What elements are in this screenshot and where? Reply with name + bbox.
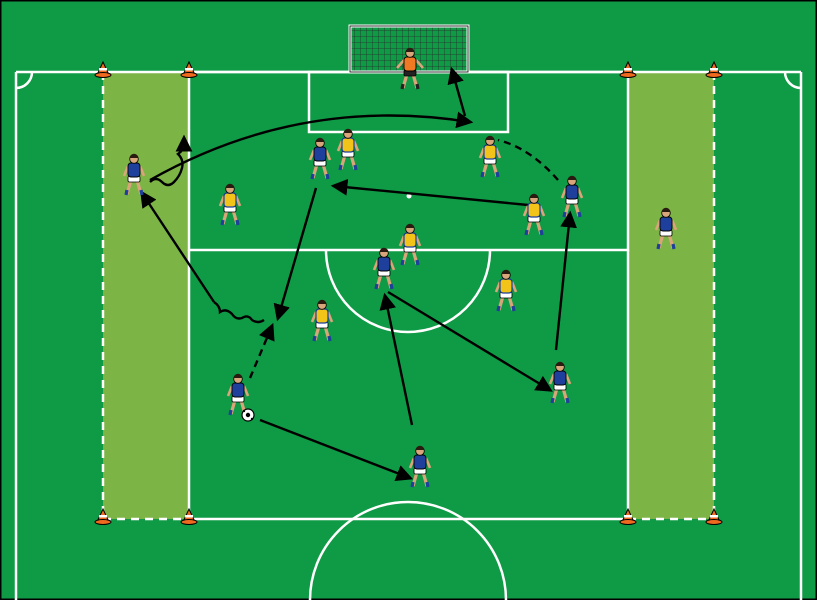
pass-arrow [259, 418, 414, 481]
channel-dashed-lines [101, 72, 716, 521]
cone-icon [619, 60, 637, 78]
player-icon [372, 247, 396, 290]
right-corner-arc [783, 71, 802, 90]
off-ball-run [248, 322, 275, 379]
cone-icon [180, 60, 198, 78]
player-icon [122, 153, 146, 196]
player-icon [218, 183, 242, 226]
player-icon [408, 445, 432, 488]
player-icon [654, 207, 678, 250]
cones [94, 60, 723, 525]
player-icon [548, 361, 572, 404]
goalkeeper-icon [396, 47, 424, 90]
pass-arrow [447, 66, 467, 117]
arrows [140, 66, 577, 481]
cone-icon [619, 507, 637, 525]
penalty-arc [324, 249, 492, 334]
pass-arrow [379, 292, 414, 426]
player-icon [478, 135, 502, 178]
player-icon [522, 193, 546, 236]
player-icon [398, 223, 422, 266]
cone-icon [705, 60, 723, 78]
cone-icon [94, 60, 112, 78]
dribble-run [149, 134, 193, 187]
player-icon [560, 175, 584, 218]
left-corner-arc [15, 71, 34, 90]
pass-arrow [273, 187, 318, 322]
off-ball-run [497, 138, 559, 181]
cone-icon [705, 507, 723, 525]
players [122, 47, 678, 488]
player-icon [336, 128, 360, 171]
center-circle [308, 500, 508, 600]
pass-arrow [140, 190, 216, 303]
right-channel-zone [628, 72, 714, 519]
cone-icon [94, 507, 112, 525]
pass-arrow [387, 290, 553, 392]
pass-arrow [149, 111, 474, 182]
player-icon [494, 269, 518, 312]
pass-arrow [554, 210, 577, 351]
player-icon [310, 299, 334, 342]
player-icon [308, 137, 332, 180]
left-channel-zone [103, 72, 189, 519]
penalty-spot [406, 193, 412, 199]
ball-icon [241, 408, 255, 422]
dribble-run [213, 301, 265, 324]
cone-icon [180, 507, 198, 525]
pass-arrow [330, 178, 529, 207]
